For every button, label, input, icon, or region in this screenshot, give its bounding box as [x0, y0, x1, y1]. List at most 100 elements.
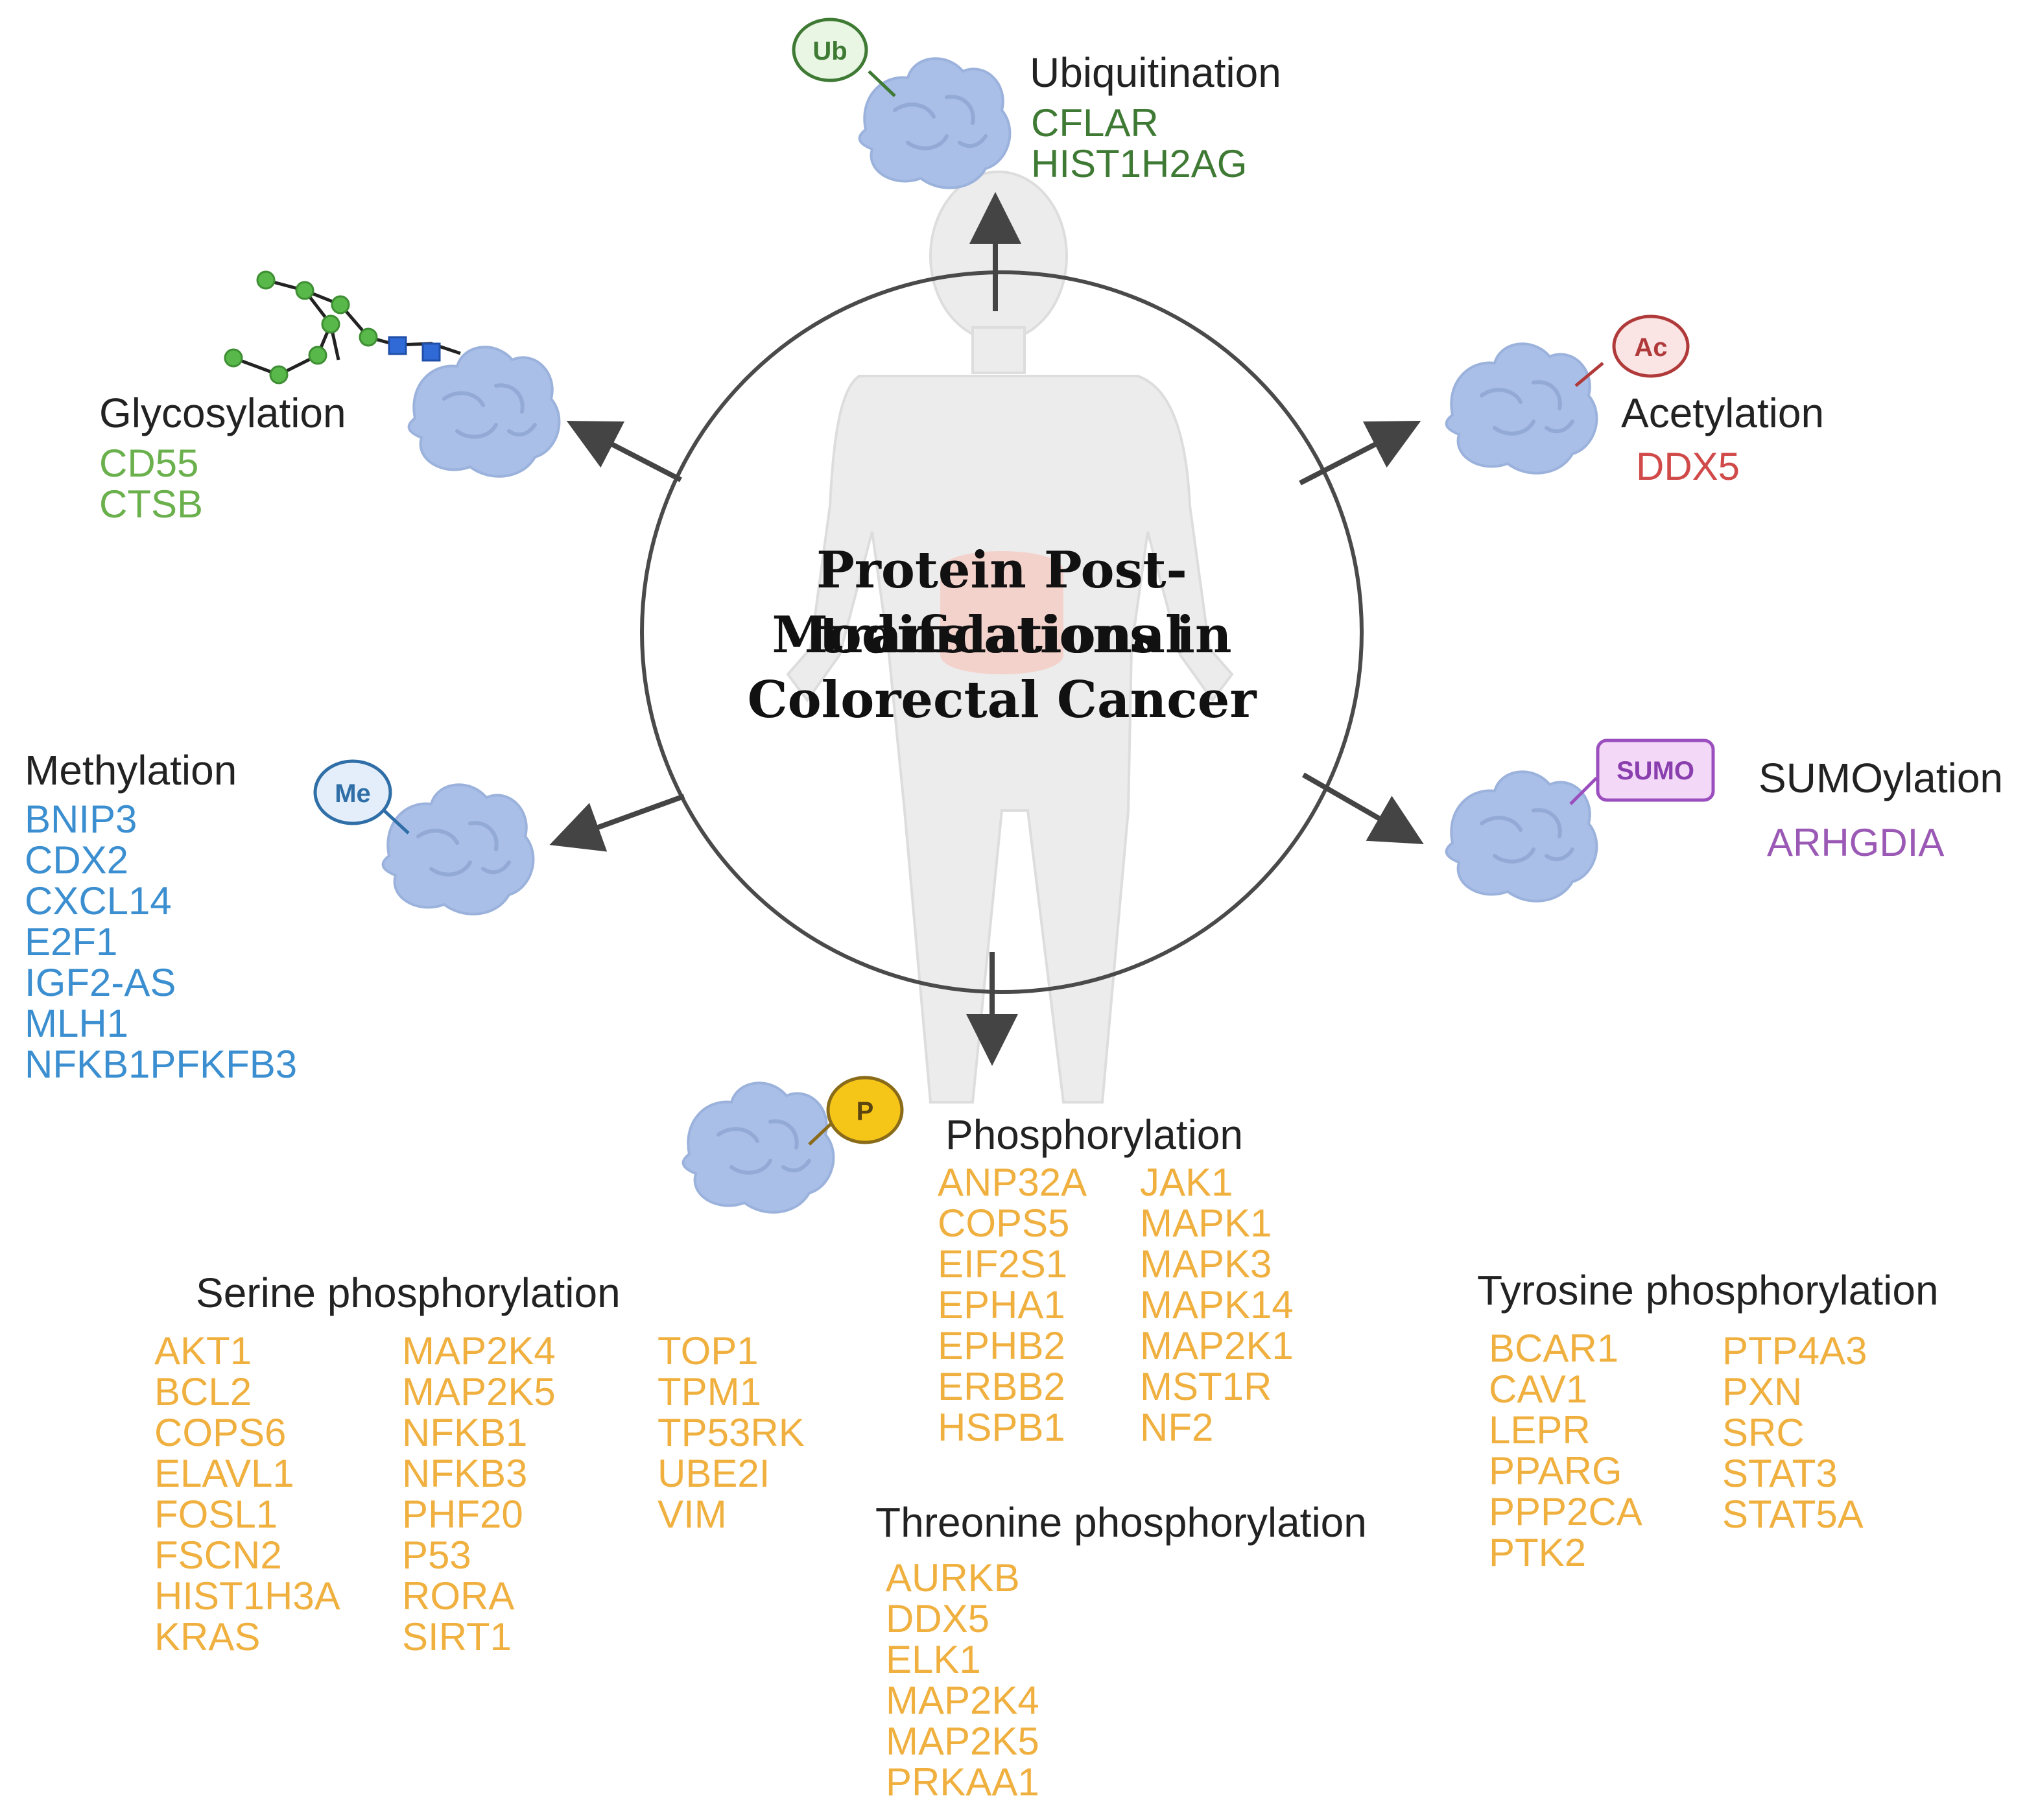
gene-item: NFKB3: [402, 1452, 528, 1495]
gene-item: P53: [402, 1533, 471, 1577]
glycosylation-title: Glycosylation: [99, 390, 346, 436]
gene-item: DDX5: [886, 1597, 990, 1640]
gene-item: CTSB: [99, 482, 204, 526]
gene-item: EPHA1: [938, 1283, 1065, 1327]
gene-item: TP53RK: [658, 1411, 805, 1454]
me-badge-text: Me: [335, 779, 371, 808]
ac-badge-icon: [1612, 314, 1690, 378]
gene-item: COPS6: [154, 1411, 287, 1454]
sumo-badge-text: SUMO: [1617, 757, 1694, 785]
gene-item: ELK1: [886, 1638, 981, 1681]
gene-item: NFKB1: [402, 1411, 528, 1454]
gene-item: ELAVL1: [154, 1452, 294, 1495]
gene-item: BCL2: [154, 1370, 252, 1413]
gene-item: MST1R: [1140, 1365, 1272, 1408]
gene-item: HIST1H2AG: [1031, 142, 1248, 185]
gene-item: STAT3: [1722, 1452, 1838, 1495]
gene-item: MAPK1: [1140, 1201, 1272, 1245]
gene-item: CAV1: [1489, 1367, 1588, 1411]
gene-item: PHF20: [402, 1493, 523, 1536]
arrow-sumoylation: [1302, 772, 1424, 844]
gene-item: PRKAA1: [886, 1760, 1039, 1804]
tyrosine-phosphorylation-title: Tyrosine phosphorylation: [1477, 1267, 1939, 1314]
human-silhouette: [786, 171, 1234, 1104]
center-title: Protein Post-translational Modifications…: [642, 538, 1362, 733]
gene-item: CD55: [99, 442, 199, 485]
gene-item: EIF2S1: [938, 1242, 1068, 1286]
serine-phosphorylation-title: Serine phosphorylation: [196, 1270, 621, 1316]
gene-item: VIM: [658, 1493, 727, 1536]
gene-item: E2F1: [25, 920, 118, 963]
gene-item: AKT1: [154, 1329, 252, 1373]
gene-item: IGF2-AS: [25, 961, 176, 1004]
gene-item: ARHGDIA: [1767, 821, 1945, 864]
gene-item: SIRT1: [402, 1615, 512, 1659]
acetylation-title: Acetylation: [1621, 390, 1825, 436]
ac-badge-text: Ac: [1634, 333, 1667, 362]
sumoylation-gene-list: ARHGDIA: [1767, 822, 1944, 863]
threonine-gene-list: AURKB DDX5 ELK1 MAP2K4 MAP2K5 PRKAA1: [886, 1557, 1039, 1802]
gene-item: FSCN2: [154, 1533, 282, 1577]
arrow-methylation: [549, 794, 685, 852]
center-circle: [640, 270, 1364, 994]
center-title-line: Protein Post-translational: [816, 541, 1187, 665]
me-badge-icon: [313, 759, 392, 825]
gene-item: DDX5: [1636, 445, 1740, 488]
gene-item: MLH1: [25, 1002, 129, 1045]
phosphorylation-gene-list-col2: JAK1 MAPK1 MAPK3 MAPK14 MAP2K1 MST1R NF2: [1140, 1162, 1294, 1448]
gene-item: FOSL1: [154, 1493, 278, 1536]
gene-item: SRC: [1722, 1411, 1805, 1454]
gene-item: BNIP3: [25, 798, 137, 841]
serine-gene-list-col3: TOP1 TPM1 TP53RK UBE2I VIM: [658, 1330, 805, 1535]
gene-item: ERBB2: [938, 1365, 1065, 1408]
methylation-gene-list: BNIP3 CDX2 CXCL14 E2F1 IGF2-AS MLH1 NFKB…: [25, 799, 297, 1085]
ub-badge-text: Ub: [812, 37, 847, 65]
arrow-glycosylation: [566, 420, 682, 482]
colon-icon: [940, 551, 1063, 674]
sumoylation-title: SUMOylation: [1759, 755, 2003, 801]
gene-item: AURKB: [886, 1556, 1020, 1600]
serine-gene-list-col1: AKT1 BCL2 COPS6 ELAVL1 FOSL1 FSCN2 HIST1…: [154, 1330, 340, 1657]
gene-item: PTK2: [1489, 1531, 1587, 1574]
gene-item: MAP2K4: [402, 1329, 556, 1373]
ubiquitination-gene-list: CFLAR HIST1H2AG: [1031, 102, 1247, 184]
tyrosine-gene-list-col1: BCAR1 CAV1 LEPR PPARG PPP2CA PTK2: [1489, 1328, 1642, 1573]
gene-item: BCAR1: [1489, 1327, 1619, 1370]
gene-item: HSPB1: [938, 1406, 1065, 1449]
gene-item: LEPR: [1489, 1408, 1591, 1452]
gene-item: STAT5A: [1722, 1493, 1864, 1536]
tyrosine-gene-list-col2: PTP4A3 PXN SRC STAT3 STAT5A: [1722, 1330, 1867, 1535]
phosphorylation-title: Phosphorylation: [945, 1111, 1243, 1158]
protein-acetylation-icon: [1447, 344, 1597, 473]
protein-sumoylation-icon: [1447, 772, 1597, 901]
gene-item: CDX2: [25, 838, 129, 882]
gene-item: PXN: [1722, 1370, 1803, 1413]
gene-item: TPM1: [658, 1370, 762, 1413]
gene-item: RORA: [402, 1574, 515, 1618]
gene-item: KRAS: [154, 1615, 261, 1659]
gene-item: ANP32A: [938, 1161, 1087, 1204]
gene-item: CFLAR: [1031, 101, 1159, 145]
gene-item: HIST1H3A: [154, 1574, 340, 1618]
protein-phosphorylation-icon: [683, 1083, 834, 1212]
gene-item: NFKB1PFKFB3: [25, 1043, 298, 1086]
gene-item: MAP2K5: [402, 1370, 556, 1413]
gene-item: UBE2I: [658, 1452, 770, 1495]
arrow-acetylation: [1299, 421, 1421, 486]
p-badge-icon: [826, 1076, 904, 1144]
center-title-line: Modifications in: [772, 606, 1232, 665]
gene-item: MAPK3: [1140, 1242, 1272, 1286]
gene-item: PPARG: [1489, 1449, 1622, 1493]
sumo-badge-icon: [1596, 739, 1715, 802]
gene-item: JAK1: [1140, 1161, 1233, 1204]
threonine-phosphorylation-title: Threonine phosphorylation: [875, 1499, 1367, 1546]
center-title-line: Colorectal Cancer: [747, 670, 1257, 729]
protein-methylation-icon: [383, 785, 534, 914]
glycan-chain-icon: [224, 270, 461, 384]
phosphorylation-gene-list-col1: ANP32A COPS5 EIF2S1 EPHA1 EPHB2 ERBB2 HS…: [938, 1162, 1087, 1448]
arrows: [549, 192, 1424, 1066]
acetylation-gene-list: DDX5: [1636, 446, 1740, 487]
gene-item: EPHB2: [938, 1324, 1065, 1367]
